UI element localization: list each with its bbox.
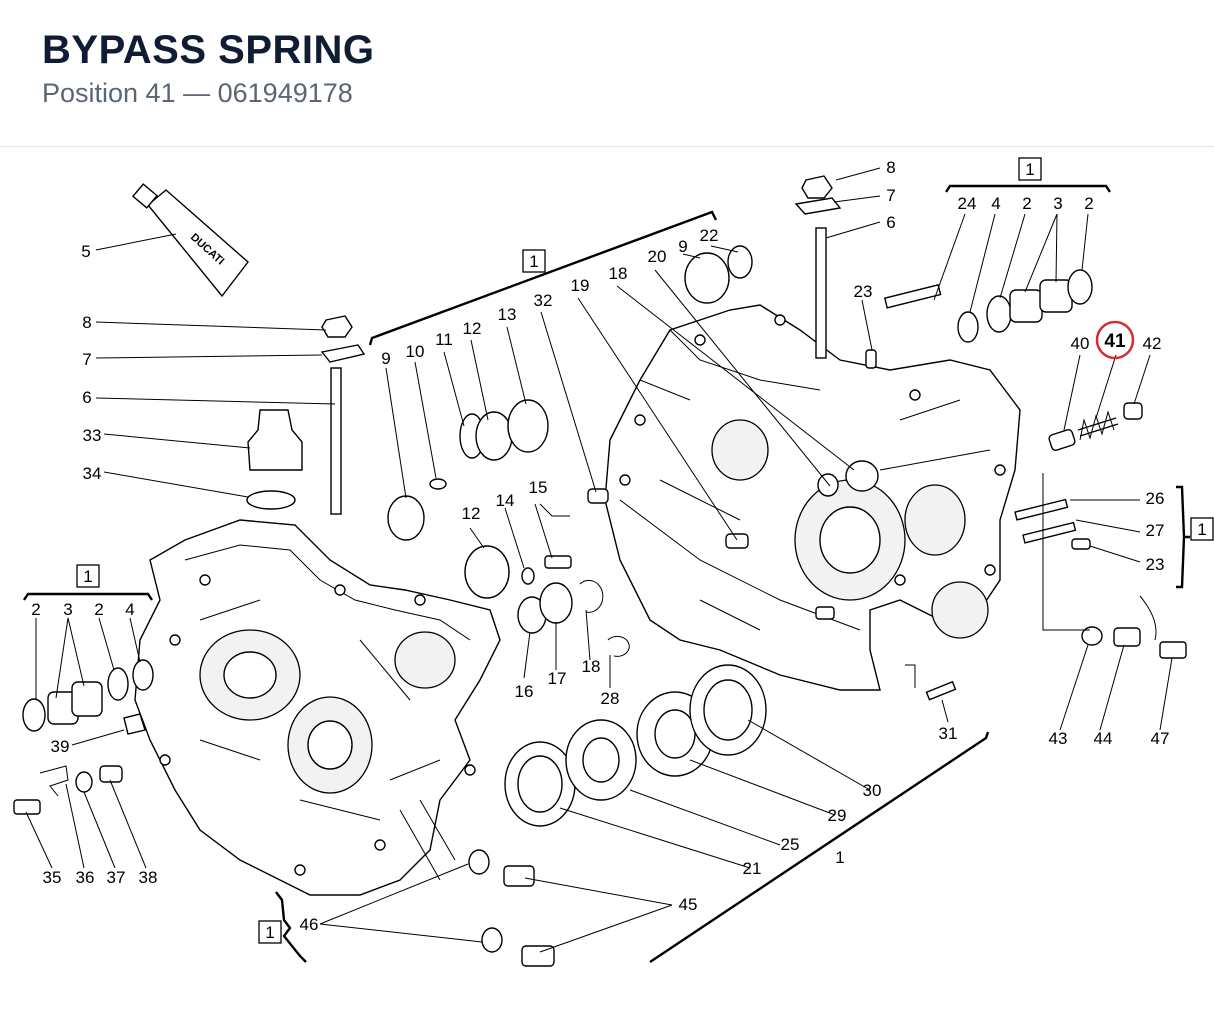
part-number: 061949178 <box>217 78 353 108</box>
callout-43: 43 <box>1049 729 1068 748</box>
callout-16: 16 <box>515 682 534 701</box>
callout-2-right-a: 2 <box>1022 194 1031 213</box>
callout-9-mid: 9 <box>381 349 390 368</box>
callout-18-lower: 18 <box>582 657 601 676</box>
callout-4-left: 4 <box>125 600 134 619</box>
callout-4-right: 4 <box>991 194 1000 213</box>
callout-19: 19 <box>571 276 590 295</box>
callout-33: 33 <box>83 426 102 445</box>
callout-2-right-b: 2 <box>1084 194 1093 213</box>
callout-39: 39 <box>51 737 70 756</box>
callout-31: 31 <box>939 724 958 743</box>
callout-46: 46 <box>300 915 319 934</box>
callout-9-upper: 9 <box>678 237 687 256</box>
callout-28: 28 <box>601 689 620 708</box>
bracket-label-left: 1 <box>83 567 92 586</box>
bracket-label-bottom-left: 1 <box>265 923 274 942</box>
callout-11: 11 <box>435 330 453 349</box>
callout-5: 5 <box>81 242 90 261</box>
callout-2-left-a: 2 <box>31 600 40 619</box>
callout-7-left: 7 <box>82 350 91 369</box>
callout-6-left: 6 <box>82 388 91 407</box>
callout-10: 10 <box>406 342 425 361</box>
callout-36: 36 <box>76 868 95 887</box>
callout-2-left-b: 2 <box>94 600 103 619</box>
callout-12-upper: 12 <box>463 319 482 338</box>
callout-27: 27 <box>1146 521 1165 540</box>
callout-12-lower: 12 <box>462 504 481 523</box>
exploded-parts-diagram: DUCATI <box>13 157 1214 967</box>
callout-47: 47 <box>1151 729 1170 748</box>
callout-13: 13 <box>498 305 517 324</box>
callout-41-highlight-ring <box>1095 320 1135 360</box>
group-1-labels: 1 1 1 1 1 <box>76 157 1214 944</box>
callout-32: 32 <box>534 291 553 310</box>
callout-8-left: 8 <box>82 313 91 332</box>
page-header: BYPASS SPRING Position 41 — 061949178 <box>0 0 1214 147</box>
page-subtitle: Position 41 — 061949178 <box>42 78 353 109</box>
callout-3-left: 3 <box>63 600 72 619</box>
callout-24: 24 <box>958 194 977 213</box>
callout-45: 45 <box>679 895 698 914</box>
callout-37: 37 <box>107 868 126 887</box>
callout-23-upper: 23 <box>854 282 873 301</box>
callout-labels: 5 8 7 6 33 34 2 3 2 4 39 35 36 37 38 9 1… <box>31 158 1169 934</box>
callout-3-right: 3 <box>1053 194 1062 213</box>
callout-8-right: 8 <box>886 158 895 177</box>
callout-44: 44 <box>1094 729 1113 748</box>
callout-30: 30 <box>863 781 882 800</box>
callout-17: 17 <box>548 669 567 688</box>
callout-23-lower: 23 <box>1146 555 1165 574</box>
callout-25: 25 <box>781 835 800 854</box>
leader-lines <box>25 167 1173 953</box>
bracket-label-top-center: 1 <box>529 252 538 271</box>
callout-26: 26 <box>1146 489 1165 508</box>
callout-20: 20 <box>648 247 667 266</box>
callout-35: 35 <box>43 868 62 887</box>
callout-14: 14 <box>496 491 515 510</box>
callout-22: 22 <box>700 226 719 245</box>
callout-34: 34 <box>83 464 102 483</box>
sealant-tube: DUCATI <box>131 183 249 298</box>
callout-41: 41 <box>1104 331 1126 352</box>
callout-29: 29 <box>828 806 847 825</box>
bracket-label-right: 1 <box>1197 520 1206 539</box>
callout-15: 15 <box>529 478 548 497</box>
subtitle-dash: — <box>183 78 211 108</box>
right-crankcase-half <box>587 304 1021 691</box>
callout-38: 38 <box>139 868 158 887</box>
small-parts: DUCATI <box>13 175 1187 967</box>
callout-7-right: 7 <box>886 186 895 205</box>
callout-1-bottom: 1 <box>835 848 844 867</box>
callout-18-upper: 18 <box>609 264 628 283</box>
callout-40: 40 <box>1071 334 1090 353</box>
brackets <box>23 184 1190 963</box>
page-title: BYPASS SPRING <box>42 28 375 72</box>
callout-6-right: 6 <box>886 213 895 232</box>
left-crankcase-half <box>134 519 501 896</box>
callout-21: 21 <box>743 859 762 878</box>
position-label: Position 41 <box>42 78 176 108</box>
bracket-label-top-right: 1 <box>1025 160 1034 179</box>
callout-42: 42 <box>1143 334 1162 353</box>
